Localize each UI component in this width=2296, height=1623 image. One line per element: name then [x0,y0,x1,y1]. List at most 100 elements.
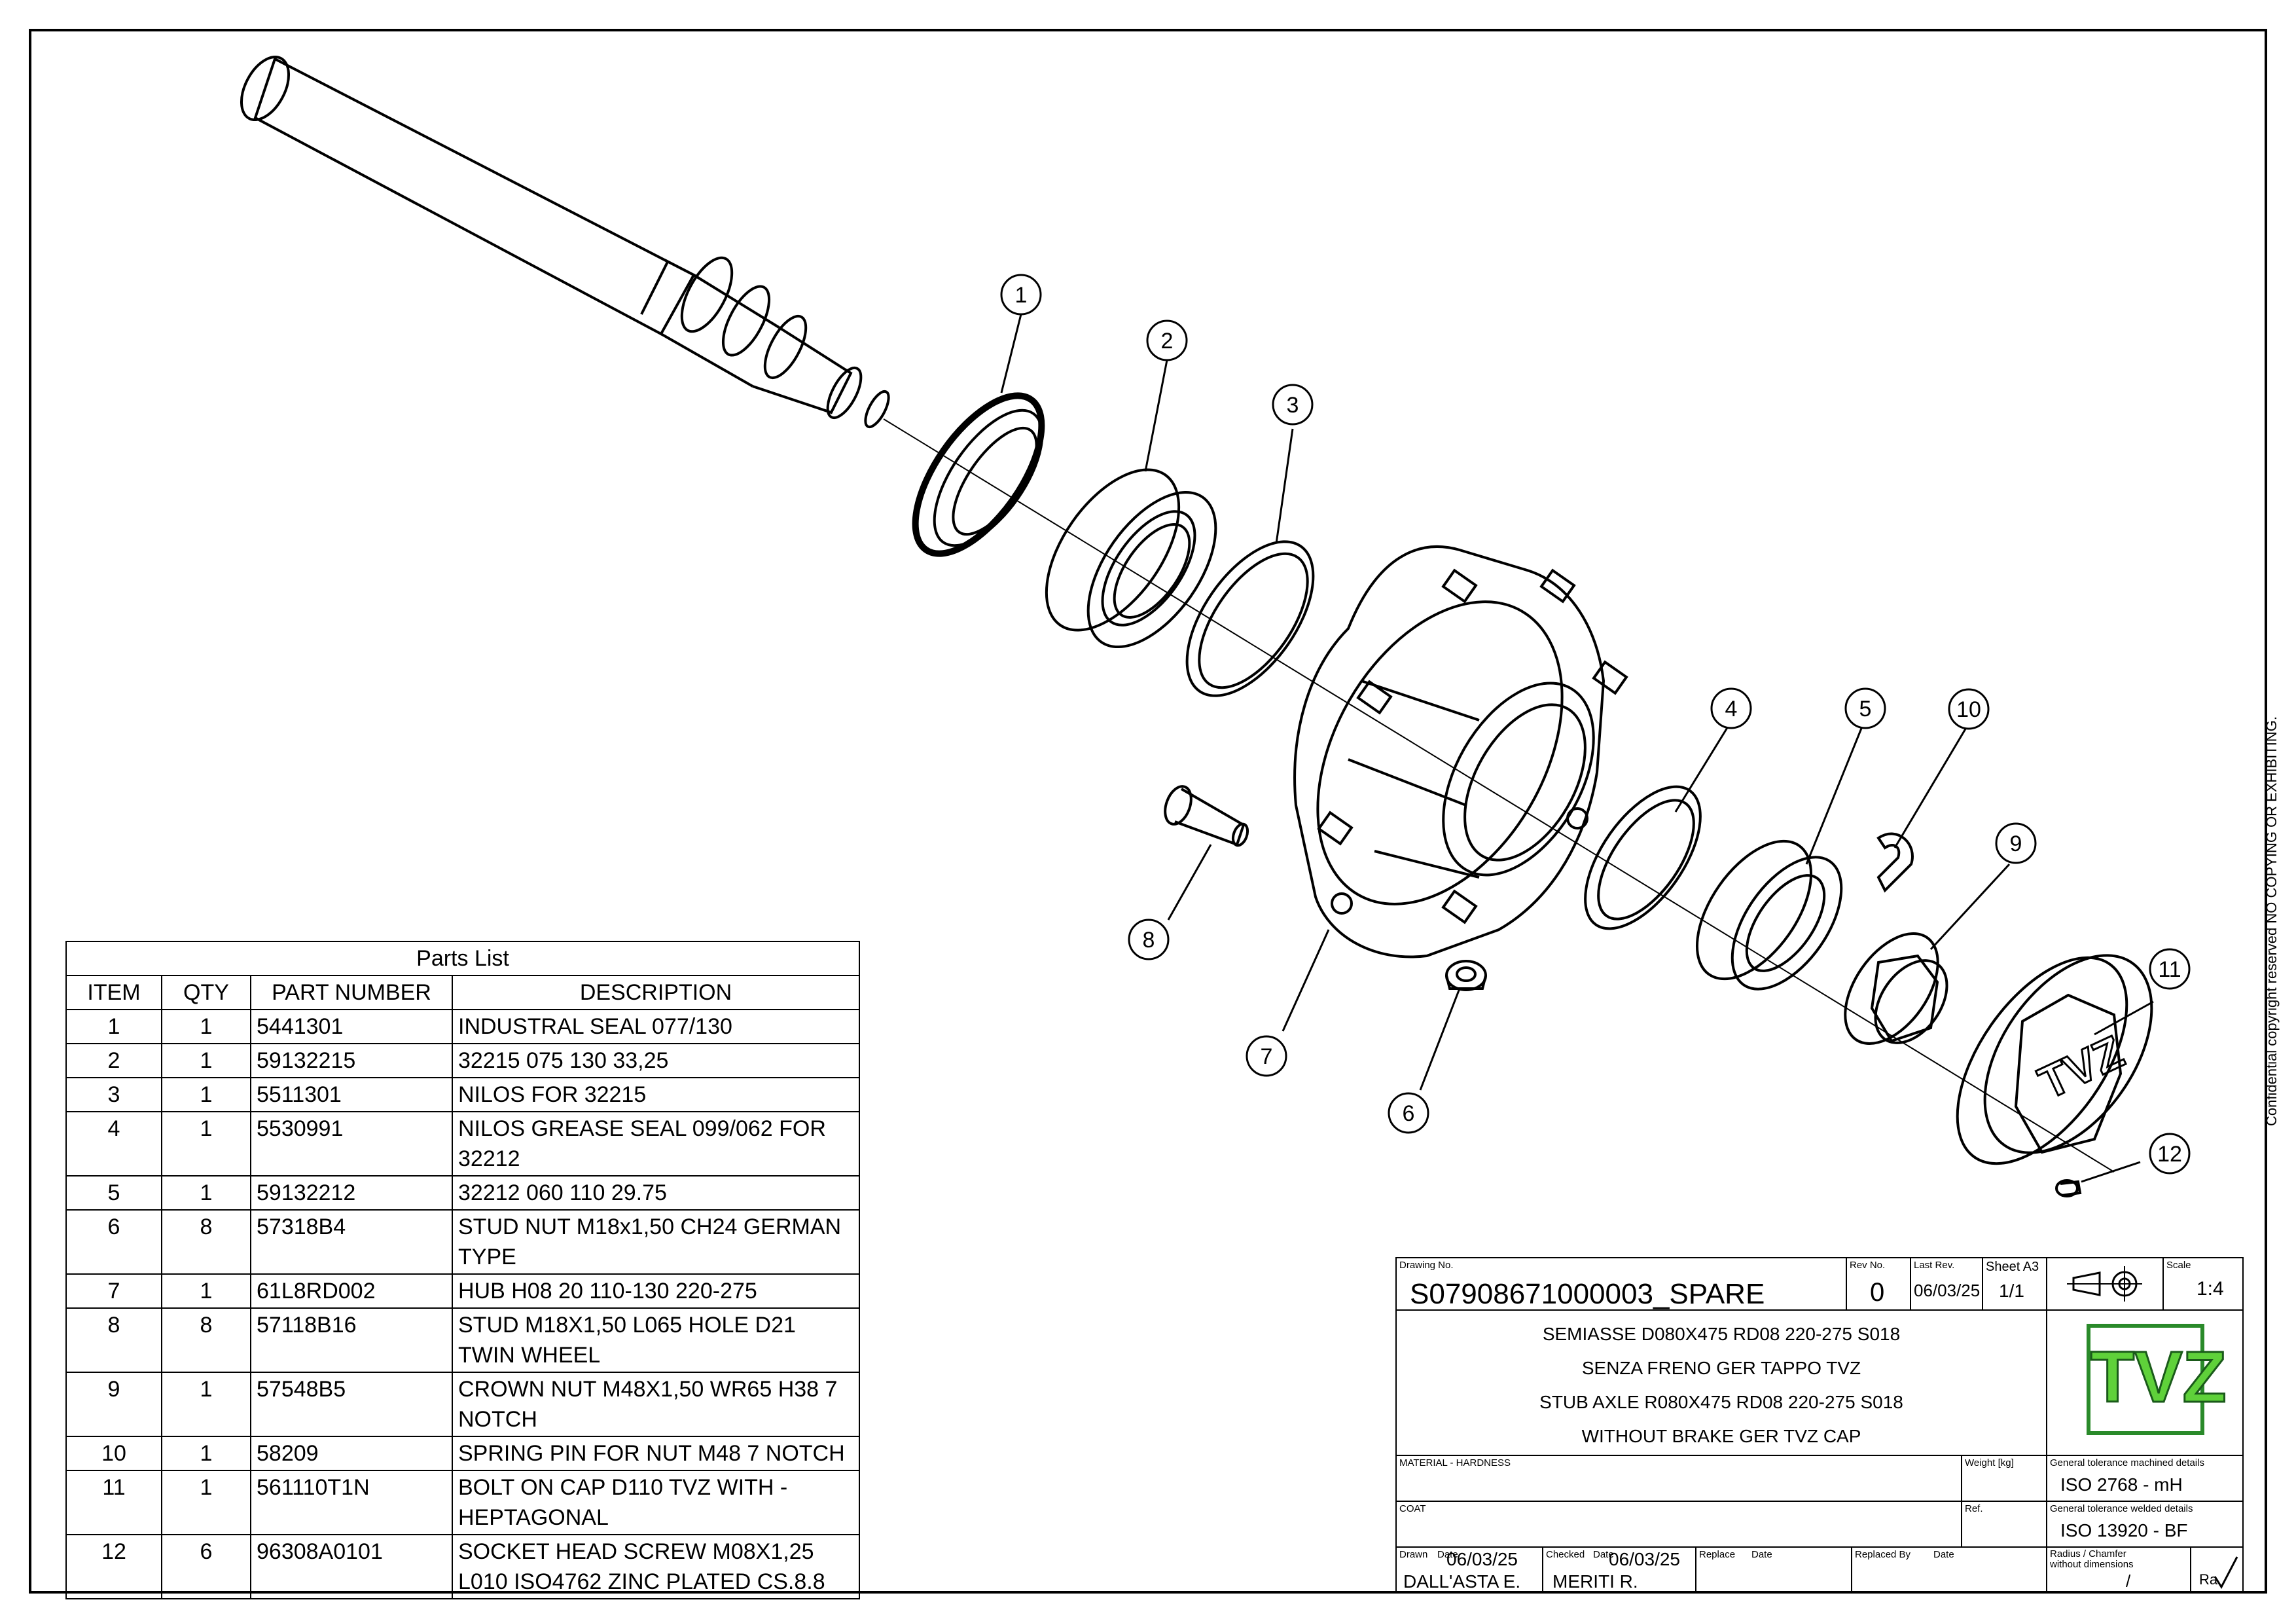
balloon-4: 4 [1710,687,1752,729]
drawn-date: 06/03/25 [1446,1549,1518,1569]
checked-cell: Checked Date 06/03/25 MERITI R. [1542,1546,1696,1594]
replace-cell: Replace Date [1695,1546,1852,1594]
balloon-8: 8 [1128,919,1170,960]
balloon-9: 9 [1995,822,2037,864]
cell-item: 11 [65,1470,162,1535]
material-cell: MATERIAL - HARDNESS [1395,1455,1962,1502]
cell-item: 9 [65,1372,162,1437]
tolerance-machined-cell: General tolerance machined details ISO 2… [2046,1455,2244,1502]
cell-part-number: 57118B16 [250,1307,453,1373]
cell-qty: 1 [161,1436,251,1471]
balloon-11: 11 [2149,948,2191,990]
balloon-5: 5 [1844,687,1886,729]
parts-list-title: Parts List [65,941,860,976]
svg-text:6: 6 [1403,1101,1415,1126]
svg-text:4: 4 [1725,697,1738,721]
cell-part-number: 61L8RD002 [250,1273,453,1309]
balloon-10: 10 [1948,688,1990,730]
center-axis-line [883,418,2115,1173]
cell-item: 10 [65,1436,162,1471]
cell-qty: 1 [161,1470,251,1535]
svg-text:10: 10 [1956,697,1981,722]
cell-part-number: 5441301 [250,1009,453,1044]
balloon-1: 1 [1000,274,1042,316]
cell-description: STUD NUT M18x1,50 CH24 GERMAN TYPE [452,1209,860,1275]
last-rev-date: 06/03/25 [1914,1281,1981,1300]
stub-axle [240,55,890,429]
cell-qty: 1 [161,1372,251,1437]
cell-description: HUB H08 20 110-130 220-275 [452,1273,860,1309]
svg-text:7: 7 [1261,1044,1273,1069]
cell-qty: 1 [161,1077,251,1112]
replaced-by-cell: Replaced By Date [1851,1546,2047,1594]
parts-list-table: Parts List ITEM QTY PART NUMBER DESCRIPT… [65,941,860,1599]
svg-text:2: 2 [1161,329,1174,354]
cell-description: SPRING PIN FOR NUT M48 7 NOTCH [452,1436,860,1471]
sheet-number: 1/1 [1999,1281,2024,1301]
checked-date: 06/03/25 [1609,1549,1680,1569]
cell-description: 32215 075 130 33,25 [452,1043,860,1078]
description-line-4: WITHOUT BRAKE GER TVZ CAP [1581,1426,1861,1446]
part-7-hub [1293,545,1628,958]
ra-label: Ra [2199,1571,2218,1588]
description-line-1: SEMIASSE D080X475 RD08 220-275 S018 [1542,1324,1901,1344]
part-1-industrial-seal [912,392,1045,557]
col-header-item: ITEM [65,975,162,1010]
balloon-2: 2 [1146,319,1188,361]
part-10-spring-pin [1876,832,1914,893]
tolerance-welded-cell: General tolerance welded details ISO 139… [2046,1501,2244,1548]
copyright-notice: Confidential copyright reserved NO COPYI… [2263,716,2280,1126]
part-3-nilos-ring [1185,540,1315,697]
cell-part-number: 59132215 [250,1043,453,1078]
cell-description: INDUSTRAL SEAL 077/130 [452,1009,860,1044]
cell-part-number: 5511301 [250,1077,453,1112]
cell-part-number: 59132212 [250,1175,453,1211]
coat-cell: COAT [1395,1501,1962,1548]
drawing-number: S07908671000003_SPARE [1410,1278,1765,1310]
part-8-stud [1164,785,1249,847]
rev-cell: Rev No. 0 [1846,1257,1911,1311]
svg-text:11: 11 [2158,957,2181,982]
drawn-by: DALL'ASTA E. [1403,1571,1521,1592]
part-4-nilos-grease-seal [1584,785,1702,930]
rev-number: 0 [1870,1278,1885,1307]
scale-value: 1:4 [2197,1278,2224,1300]
description-cell: SEMIASSE D080X475 RD08 220-275 S018 SENZ… [1395,1309,2047,1456]
part-9-crown-nut [1844,932,1948,1045]
svg-text:5: 5 [1859,697,1872,721]
cell-description: NILOS GREASE SEAL 099/062 FOR 32212 [452,1111,860,1176]
cell-item: 2 [65,1043,162,1078]
balloon-12: 12 [2149,1133,2191,1175]
cell-item: 4 [65,1111,162,1176]
drawn-cell: Drawn Date 06/03/25 DALL'ASTA E. [1395,1546,1543,1594]
svg-text:3: 3 [1287,393,1299,418]
part-12-socket-head-screw [2055,1179,2082,1197]
radius-chamfer-cell: Radius / Chamfer without dimensions / [2046,1546,2191,1594]
part-2-bearing-32215 [1045,468,1217,649]
checked-by: MERITI R. [1552,1571,1638,1592]
cell-part-number: 5530991 [250,1111,453,1176]
description-line-2: SENZA FRENO GER TAPPO TVZ [1581,1358,1861,1378]
cell-item: 3 [65,1077,162,1112]
tolerance-welded: ISO 13920 - BF [2060,1520,2188,1541]
cell-description: SOCKET HEAD SCREW M08X1,25 L010 ISO4762 … [452,1534,860,1599]
cell-description: CROWN NUT M48X1,50 WR65 H38 7 NOTCH [452,1372,860,1437]
cell-part-number: 58209 [250,1436,453,1471]
roughness-check-icon [2214,1556,2238,1590]
scale-cell: Scale 1:4 [2162,1257,2244,1311]
cell-description: NILOS FOR 32215 [452,1077,860,1112]
cell-qty: 6 [161,1534,251,1599]
description-line-3: STUB AXLE R080X475 RD08 220-275 S018 [1539,1392,1903,1412]
cell-description: BOLT ON CAP D110 TVZ WITH -HEPTAGONAL [452,1470,860,1535]
col-header-qty: QTY [161,975,251,1010]
title-block: Drawing No. S07908671000003_SPARE Rev No… [1395,1257,2244,1594]
